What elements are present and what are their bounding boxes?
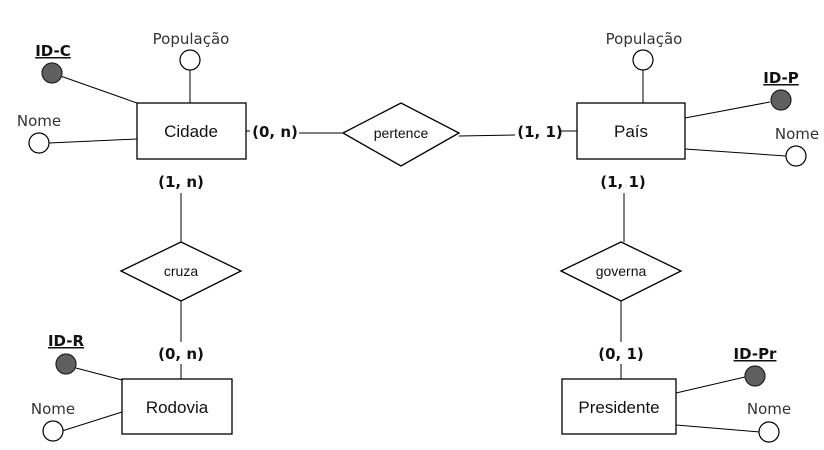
attribute-cidade-populacao-marker	[179, 49, 201, 71]
relationship-cruza[interactable]: cruza	[119, 241, 243, 302]
cardinality-cidade-pertence: (0, n)	[252, 123, 298, 141]
line-pertence-pais-a	[458, 134, 516, 137]
entity-rodovia[interactable]: Rodovia	[121, 378, 233, 435]
key-attribute-idp-label: ID-P	[763, 69, 799, 87]
line-presidente-idpr	[675, 376, 746, 394]
key-attribute-idc-label: ID-C	[35, 42, 71, 60]
entity-rodovia-label: Rodovia	[146, 398, 209, 417]
entity-cidade[interactable]: Cidade	[136, 102, 247, 160]
key-attribute-idr-marker	[55, 353, 77, 375]
cardinality-pais-pertence: (1, 1)	[517, 123, 563, 141]
relationship-pertence-label: pertence	[374, 125, 429, 141]
attribute-rodovia-nome-marker	[42, 420, 64, 442]
relationship-pertence[interactable]: pertence	[341, 102, 461, 167]
entity-pais-label: País	[614, 122, 648, 141]
key-attribute-idr-label: ID-R	[48, 332, 85, 350]
cardinality-rodovia-cruza: (0, n)	[158, 345, 204, 363]
attribute-pais-nome-label: Nome	[775, 125, 819, 143]
line-rodovia-idr	[71, 366, 123, 381]
attribute-rodovia-nome-label: Nome	[31, 400, 75, 418]
entity-cidade-label: Cidade	[164, 122, 218, 141]
line-pais-nome	[684, 148, 787, 157]
attribute-pais-populacao-label: População	[606, 30, 683, 48]
attribute-presidente-nome-marker	[758, 421, 780, 443]
entity-pais[interactable]: País	[576, 102, 686, 160]
line-rodovia-nome	[61, 411, 123, 432]
key-attribute-idpr-label: ID-Pr	[734, 345, 778, 363]
attribute-cidade-nome-marker	[28, 132, 50, 154]
entity-presidente-label: Presidente	[578, 398, 659, 417]
relationship-governa[interactable]: governa	[559, 241, 683, 302]
line-cidade-idc	[51, 72, 138, 104]
attribute-cidade-populacao-label: População	[153, 30, 230, 48]
key-attribute-idp-marker	[770, 89, 792, 111]
line-presidente-nome	[675, 424, 761, 433]
key-attribute-idpr-marker	[744, 365, 766, 387]
cardinality-presidente-governa: (0, 1)	[598, 345, 644, 363]
key-attribute-idc-marker	[41, 62, 63, 84]
relationship-cruza-label: cruza	[164, 263, 198, 279]
attribute-pais-nome-marker	[785, 145, 807, 167]
cardinality-cidade-cruza: (1, n)	[158, 173, 204, 191]
attribute-markers	[28, 49, 807, 443]
connector-lines	[48, 70, 787, 433]
entity-presidente[interactable]: Presidente	[561, 378, 677, 435]
line-cidade-nome	[48, 138, 138, 144]
attribute-cidade-nome-label: Nome	[17, 112, 61, 130]
relationship-governa-label: governa	[596, 263, 647, 279]
attribute-presidente-nome-label: Nome	[747, 400, 791, 418]
attribute-pais-populacao-marker	[632, 49, 654, 71]
cardinality-pais-governa: (1, 1)	[600, 173, 646, 191]
line-pais-idp	[684, 101, 771, 119]
